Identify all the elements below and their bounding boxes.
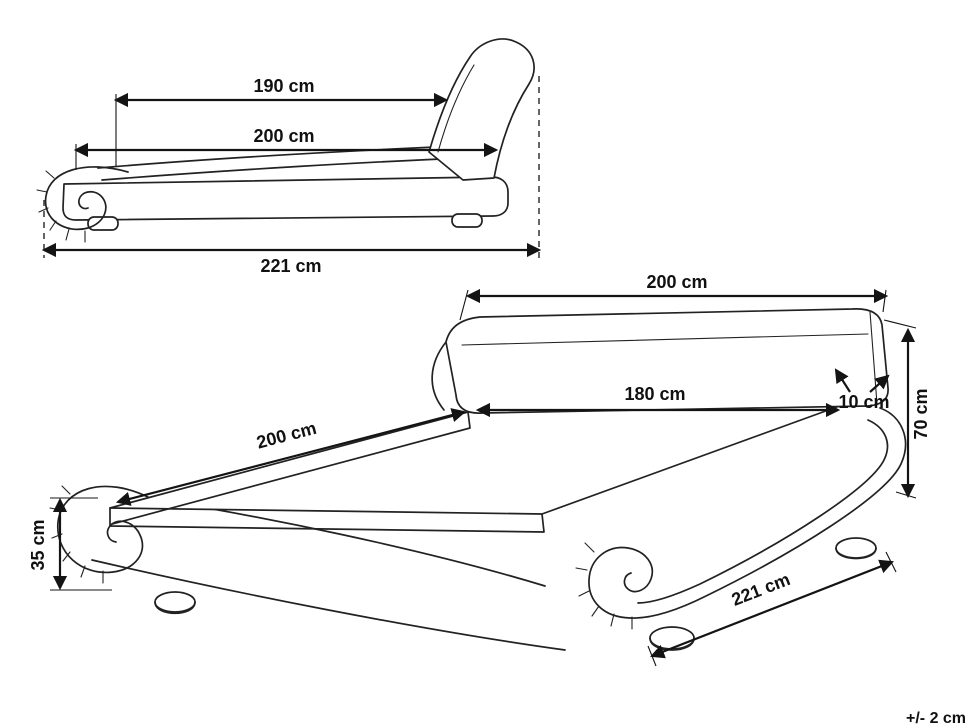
persp-right-rail-outer — [588, 407, 907, 619]
dim-side-200: 200 cm — [73, 126, 499, 170]
dim-label-persp-35: 35 cm — [28, 519, 48, 570]
dim-label-persp-200-top: 200 cm — [646, 272, 707, 292]
dim-label-side-200: 200 cm — [253, 126, 314, 146]
persp-mattress-top — [109, 403, 846, 515]
dim-persp-35: 35 cm — [28, 497, 112, 591]
dim-label-side-221: 221 cm — [260, 256, 321, 276]
persp-foot-front-left-base — [154, 601, 196, 614]
persp-foot-front-left — [154, 591, 196, 613]
side-headboard-seam — [437, 64, 475, 153]
dim-persp-70: 70 cm — [883, 319, 931, 499]
persp-headboard-swoosh — [431, 341, 447, 411]
persp-headboard-seam — [461, 333, 869, 346]
tolerance-note: +/- 2 cm — [906, 710, 966, 727]
side-foot-right — [451, 213, 483, 228]
dim-persp-200-top: 200 cm — [459, 272, 889, 321]
persp-left-scroll-curl — [57, 485, 151, 574]
side-headboard — [428, 38, 535, 181]
side-base-platform — [62, 176, 509, 221]
perspective-view: 200 cm 180 cm 10 cm 70 cm 200 cm — [28, 272, 966, 727]
dim-label-persp-200-diagonal: 200 cm — [254, 418, 318, 453]
dim-side-190: 190 cm — [113, 76, 449, 166]
side-scroll-curl — [44, 166, 129, 231]
persp-left-rail-bottom — [91, 559, 566, 651]
side-foot-left — [87, 216, 119, 231]
persp-foot-right-rear-base — [835, 547, 877, 560]
persp-foot-right-front — [649, 626, 695, 650]
side-view: 190 cm 200 cm 221 cm — [36, 38, 542, 276]
dim-label-persp-70: 70 cm — [911, 388, 931, 439]
persp-right-curl-pleats — [575, 542, 633, 630]
dim-label-persp-10: 10 cm — [838, 392, 889, 412]
dim-side-221: 221 cm — [41, 76, 542, 276]
persp-mattress-front-band — [109, 507, 545, 533]
side-curl-pleats — [36, 170, 86, 243]
dim-label-persp-180: 180 cm — [624, 384, 685, 404]
side-mattress-bottom — [101, 158, 443, 181]
dim-persp-221: 221 cm — [647, 551, 897, 667]
dim-persp-180: 180 cm — [475, 384, 841, 418]
dim-label-side-190: 190 cm — [253, 76, 314, 96]
dim-persp-10: 10 cm — [834, 368, 890, 412]
